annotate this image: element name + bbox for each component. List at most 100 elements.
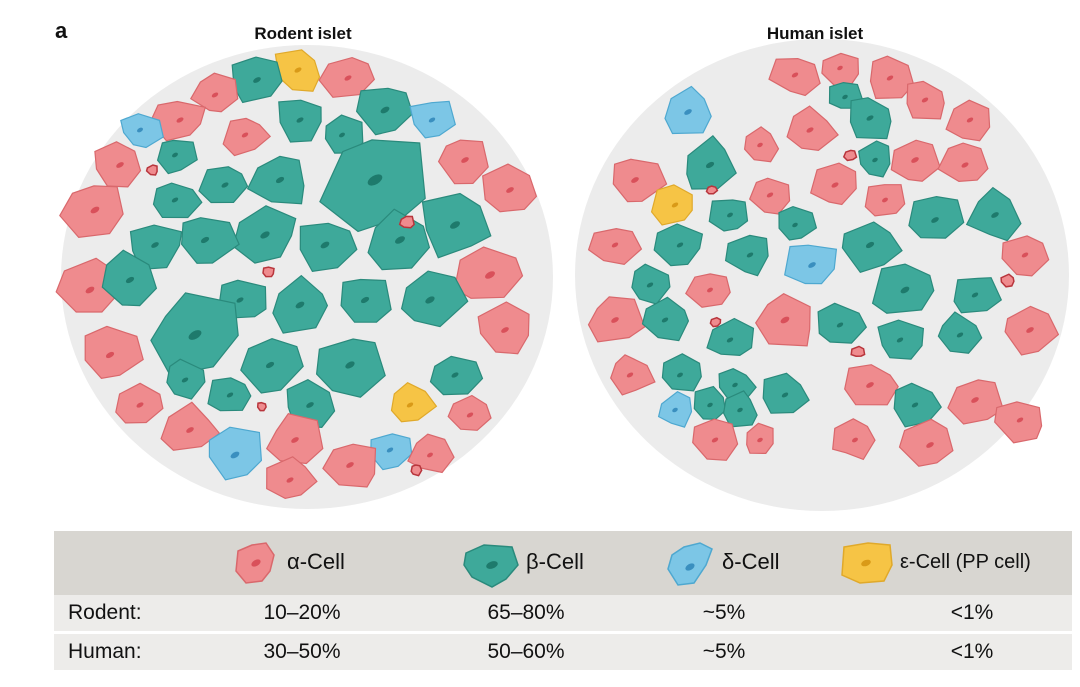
beta-cell-nucleus (646, 282, 654, 288)
alpha-cell-nucleus (866, 382, 874, 388)
small-cell (398, 215, 415, 229)
alpha-cell-nucleus (427, 452, 433, 458)
beta-cell-nucleus (275, 176, 285, 184)
alpha-cell-nucleus (344, 75, 352, 81)
beta-cell-nucleus (677, 372, 683, 378)
small-cell (709, 316, 722, 328)
beta-cell-nucleus (705, 161, 715, 169)
beta-cell-nucleus (911, 402, 919, 408)
alpha-cell-nucleus (791, 72, 799, 78)
epsilon-cell (390, 381, 438, 423)
alpha-cell-nucleus (1016, 417, 1024, 423)
beta-cell-nucleus (395, 236, 405, 244)
alpha-cell-nucleus (485, 271, 495, 279)
delta-cell-nucleus (428, 117, 436, 123)
row-label-human: Human: (68, 640, 142, 663)
row-divider (54, 631, 1072, 634)
alpha-cell (612, 158, 668, 203)
table-row-rodent: Rodent: 10–20% 65–80% ~5% <1% (54, 595, 1072, 631)
alpha-cell (222, 117, 272, 157)
legend-beta-label: β-Cell (526, 549, 584, 574)
alpha-cell (447, 394, 492, 431)
alpha-cell-nucleus (611, 242, 619, 248)
alpha-cell-nucleus (971, 397, 979, 403)
human-beta-value: 50–60% (487, 640, 565, 663)
epsilon-cell (650, 184, 693, 226)
beta-cell-nucleus (171, 197, 179, 203)
alpha-cell-nucleus (711, 437, 719, 443)
row-label-rodent: Rodent: (68, 601, 142, 624)
delta-cell-icon (667, 542, 713, 586)
alpha-cell-nucleus (757, 437, 763, 443)
human-alpha-value: 30–50% (263, 640, 341, 663)
beta-cell-nucleus (125, 276, 135, 284)
alpha-cell-nucleus (136, 402, 144, 408)
legend-epsilon-label: ε-Cell (PP cell) (900, 551, 1031, 573)
beta-cell-nucleus (866, 115, 874, 121)
delta-cell-nucleus (684, 109, 692, 115)
beta-cell (937, 311, 983, 354)
beta-cell-nucleus (380, 106, 390, 114)
small-cell (410, 464, 423, 477)
beta-cell (129, 224, 183, 271)
alpha-cell-nucleus (241, 132, 249, 138)
alpha-cell-nucleus (757, 142, 763, 148)
beta-cell-nucleus (727, 212, 733, 218)
beta-cell (156, 139, 198, 175)
alpha-cell-nucleus (105, 351, 115, 359)
beta-cell-nucleus (836, 322, 844, 328)
beta-cell-nucleus (236, 297, 244, 303)
alpha-cell-icon (235, 542, 275, 584)
rodent-islet (55, 45, 553, 509)
alpha-cell (898, 418, 954, 467)
alpha-cell-nucleus (506, 187, 514, 193)
beta-cell-nucleus (265, 361, 275, 369)
beta-cell-nucleus (181, 377, 189, 383)
legend-alpha-label: α-Cell (287, 549, 345, 574)
alpha-cell-nucleus (286, 477, 294, 483)
alpha-cell-nucleus (611, 317, 619, 323)
alpha-cell-nucleus (852, 437, 858, 443)
rodent-beta-value: 65–80% (487, 601, 565, 624)
alpha-cell-nucleus (921, 97, 929, 103)
beta-cell (661, 353, 702, 392)
rodent-delta-value: ~5% (702, 601, 746, 624)
alpha-cell-nucleus (1026, 327, 1034, 333)
small-cell (262, 266, 275, 278)
beta-cell-nucleus (451, 372, 459, 378)
beta-cell-nucleus (188, 330, 202, 340)
beta-cell-nucleus (707, 402, 713, 408)
cell-composition-table: α-Cell β-Cell δ-Cell ε-Cell (PP cell) Ro (54, 531, 1072, 670)
beta-cell-nucleus (260, 231, 270, 239)
alpha-cell (477, 301, 530, 355)
beta-cell (778, 205, 818, 241)
small-cell (256, 401, 267, 412)
alpha-cell-nucleus (291, 437, 299, 443)
alpha-cell-nucleus (886, 75, 894, 81)
beta-cell-nucleus (842, 94, 848, 100)
alpha-cell-nucleus (831, 182, 839, 188)
beta-cell (246, 155, 305, 205)
alpha-cell-nucleus (780, 316, 790, 324)
beta-cell-nucleus (306, 402, 314, 408)
delta-cell-nucleus (137, 127, 143, 133)
delta-cell-nucleus (386, 447, 394, 453)
beta-cell-nucleus (900, 286, 910, 294)
alpha-cell-nucleus (501, 327, 509, 333)
delta-cell-nucleus (808, 262, 816, 268)
table-header: α-Cell β-Cell δ-Cell ε-Cell (PP cell) (54, 531, 1072, 595)
beta-cell-nucleus (956, 332, 964, 338)
rodent-alpha-value: 10–20% (263, 601, 341, 624)
beta-cell-nucleus (792, 222, 798, 228)
beta-cell (180, 217, 240, 264)
alpha-cell (160, 401, 221, 451)
beta-cell-nucleus (295, 301, 305, 309)
alpha-cell (189, 72, 239, 113)
alpha-cell-nucleus (882, 197, 888, 203)
human-delta-value: ~5% (702, 640, 746, 663)
beta-cell-nucleus (151, 242, 159, 248)
alpha-cell-nucleus (211, 92, 219, 98)
beta-cell-nucleus (991, 212, 999, 218)
alpha-cell-nucleus (186, 427, 194, 433)
small-cell (842, 149, 858, 162)
